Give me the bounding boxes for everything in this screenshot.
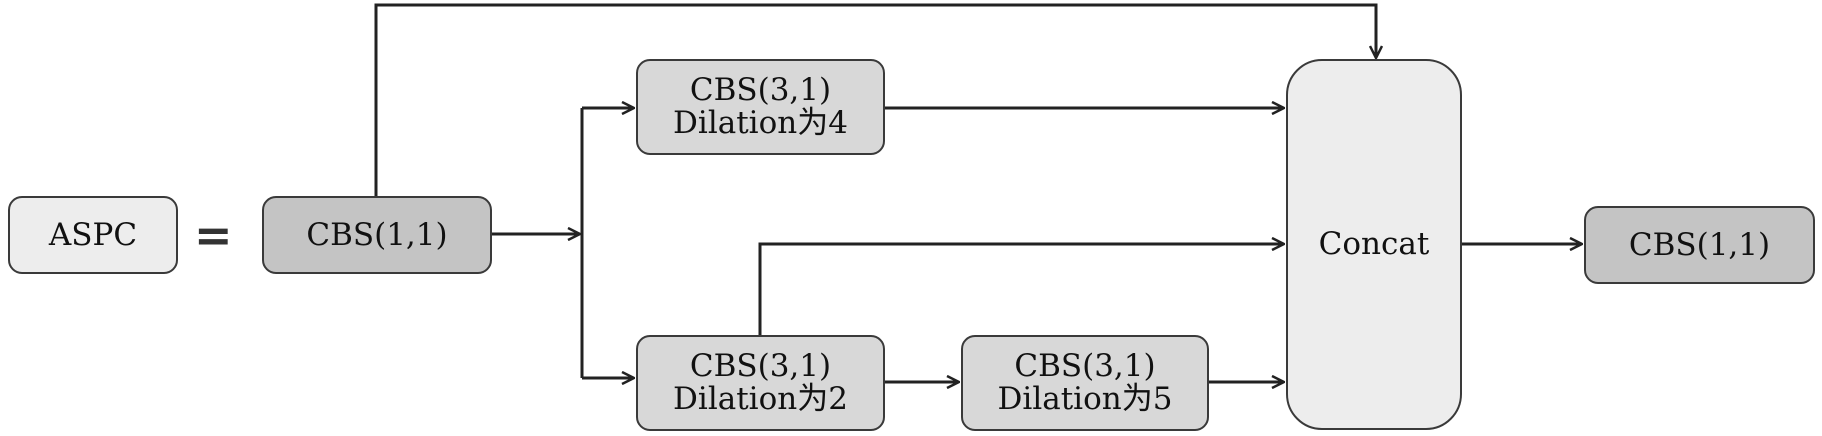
output-cbs-label: CBS(1,1)	[1628, 226, 1771, 263]
bottom-branch-a-box: CBS(3,1) Dilation为2	[636, 335, 885, 431]
top-branch-line2: Dilation为4	[673, 105, 848, 141]
concat-box: Concat	[1286, 59, 1462, 430]
input-cbs-box: CBS(1,1)	[262, 196, 492, 274]
output-cbs-box: CBS(1,1)	[1584, 206, 1815, 284]
bottom-branch-b-box: CBS(3,1) Dilation为5	[961, 335, 1209, 431]
equals-sign: =	[194, 208, 233, 262]
input-cbs-label: CBS(1,1)	[306, 216, 448, 253]
concat-label: Concat	[1318, 226, 1430, 262]
bottom-branch-a-line2: Dilation为2	[673, 381, 848, 417]
bottom-branch-b-line2: Dilation为5	[997, 381, 1173, 417]
arrow-mid-tap-to-concat	[758, 244, 1284, 338]
arrow-skip-to-concat	[374, 3, 1376, 196]
top-branch-line1: CBS(3,1)	[689, 72, 832, 108]
bottom-branch-b-line1: CBS(3,1)	[1014, 348, 1156, 384]
aspc-box: ASPC	[8, 196, 178, 274]
top-branch-box: CBS(3,1) Dilation为4	[636, 59, 885, 155]
aspc-label: ASPC	[48, 216, 138, 253]
bottom-branch-a-line1: CBS(3,1)	[689, 348, 832, 384]
